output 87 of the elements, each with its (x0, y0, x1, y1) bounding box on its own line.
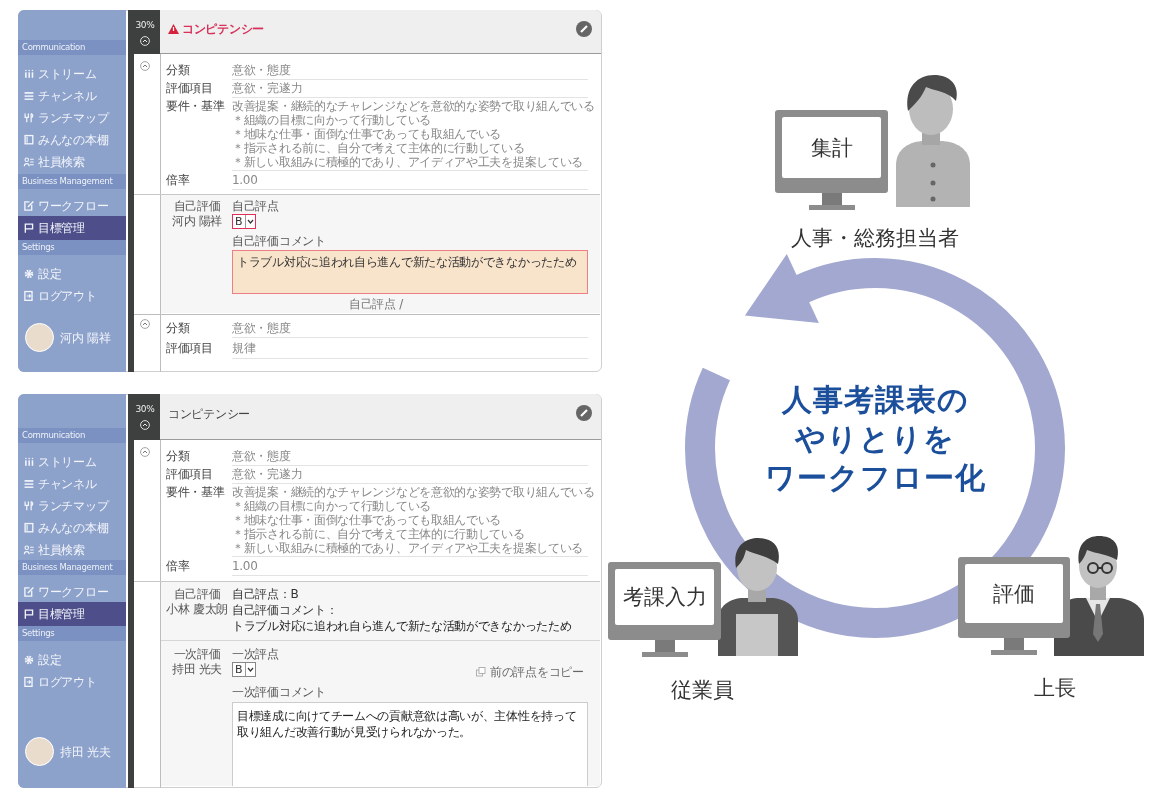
field-value: 意欲・態度 (232, 62, 291, 78)
section-title: コンピテンシー (182, 21, 264, 37)
menu-item: 目標管理 (38, 220, 85, 236)
slogan-text: 人事考課表のやりとりをワークフロー化 (763, 381, 987, 497)
criteria-text: ＊組織の目標に向かって行動している (232, 498, 431, 514)
section-title: コンピテンシー (168, 406, 250, 422)
reviewer-label: 自己評価 (173, 198, 221, 214)
menu-item: 設定 (38, 652, 62, 668)
score-summary: 自己評点 / (348, 296, 404, 312)
criteria-text: 改善提案・継続的なチャレンジなどを意欲的な姿勢で取り組んでいる (232, 484, 595, 500)
field-label: 要件・基準 (166, 484, 225, 500)
criteria-text: ＊地味な仕事・面倒な仕事であっても取組んでいる (232, 512, 502, 527)
criteria-text: ＊地味な仕事・面倒な仕事であっても取組んでいる (232, 126, 502, 141)
screen-text: 考課入力 (621, 584, 708, 611)
field-value: 意欲・態度 (232, 448, 291, 464)
field-value: 1.00 (232, 172, 258, 188)
copy-link: 前の評点をコピー (490, 664, 584, 680)
reviewer-label: 一次評価 (173, 646, 221, 662)
criteria-text: ＊新しい取組みに積極的であり、アイディアや工夫を提案している (232, 154, 583, 170)
dropdown-field: B (232, 662, 256, 677)
field-value: 意欲・態度 (232, 320, 291, 336)
menu-item: 社員検索 (38, 542, 85, 558)
field-value: 1.00 (232, 558, 258, 574)
criteria-text: ＊新しい取組みに積極的であり、アイディアや工夫を提案している (232, 540, 583, 556)
field-label: 評価項目 (166, 80, 213, 96)
role-caption: 上長 (1034, 675, 1076, 701)
menu-item: チャンネル (38, 88, 97, 104)
section-header: Settings (18, 240, 126, 255)
menu-item: ストリーム (38, 454, 97, 470)
field-label: 要件・基準 (166, 98, 225, 114)
menu-item: みんなの本棚 (38, 132, 109, 148)
field-label: 自己評価コメント (232, 233, 326, 249)
dropdown-field: B (232, 214, 256, 229)
progress-text: 30% (135, 403, 155, 415)
progress-text: 30% (135, 19, 155, 31)
menu-item: ログアウト (38, 288, 97, 304)
screen-text: 集計 (809, 134, 854, 162)
field-value: 意欲・完遂力 (232, 80, 303, 96)
user-name: 持田 光夫 (60, 744, 111, 760)
field-label: 評価項目 (166, 466, 213, 482)
monitor (775, 110, 888, 193)
field-label: 分類 (166, 448, 190, 464)
menu-item: ランチマップ (38, 110, 109, 126)
menu-item: ストリーム (38, 66, 97, 82)
menu-item: チャンネル (38, 476, 97, 492)
field-value: 規律 (232, 340, 256, 356)
criteria-text: ＊指示される前に、自分で考えて主体的に行動している (232, 140, 525, 156)
screen-text: 評価 (992, 580, 1036, 608)
menu-item: 設定 (38, 266, 62, 282)
menu-item: ワークフロー (38, 584, 109, 600)
menu-item: ランチマップ (38, 498, 109, 514)
reviewer-name: 小林 慶太朗 (166, 601, 228, 617)
monitor (608, 562, 721, 640)
user-name: 河内 陽祥 (60, 330, 111, 346)
menu-item: 社員検索 (38, 154, 85, 170)
section-header: Settings (18, 626, 126, 641)
menu-item: みんなの本棚 (38, 520, 109, 536)
field-label: 倍率 (166, 558, 190, 574)
comment-text: トラブル対応に追われ自ら進んで新たな活動ができなかったため (232, 618, 572, 634)
field-label: 一次評点 (232, 646, 279, 662)
comment-field: 目標達成に向けてチームへの貢献意欲は高いが、主体性を持って取り組んだ改善行動が見受けられなかった。 (232, 702, 588, 786)
field-label: 評価項目 (166, 340, 213, 356)
field-label: 自己評価コメント： (232, 602, 338, 618)
monitor (958, 557, 1070, 638)
menu-item: ログアウト (38, 674, 97, 690)
field-value: 意欲・完遂力 (232, 466, 303, 482)
section-header: Business Management (18, 560, 126, 575)
criteria-text: 改善提案・継続的なチャレンジなどを意欲的な姿勢で取り組んでいる (232, 98, 595, 114)
criteria-text: ＊組織の目標に向かって行動している (232, 112, 431, 128)
role-caption: 従業員 (670, 677, 734, 703)
menu-item: ワークフロー (38, 198, 109, 214)
menu-item: 目標管理 (38, 606, 85, 622)
field-label: 分類 (166, 62, 190, 78)
field-label: 一次評価コメント (232, 684, 326, 700)
field-value: 自己評点：B (232, 586, 299, 602)
field-label: 自己評点 (232, 198, 279, 214)
field-label: 倍率 (166, 172, 190, 188)
reviewer-name: 河内 陽祥 (171, 213, 223, 229)
section-header: Communication (18, 40, 126, 55)
field-label: 分類 (166, 320, 190, 336)
role-caption: 人事・総務担当者 (791, 225, 959, 251)
reviewer-name: 持田 光夫 (171, 661, 223, 677)
section-header: Communication (18, 428, 126, 443)
comment-field: トラブル対応に追われ自ら進んで新たな活動ができなかったため (232, 250, 588, 294)
section-header: Business Management (18, 174, 126, 189)
criteria-text: ＊指示される前に、自分で考えて主体的に行動している (232, 526, 525, 542)
reviewer-label: 自己評価 (173, 586, 221, 602)
